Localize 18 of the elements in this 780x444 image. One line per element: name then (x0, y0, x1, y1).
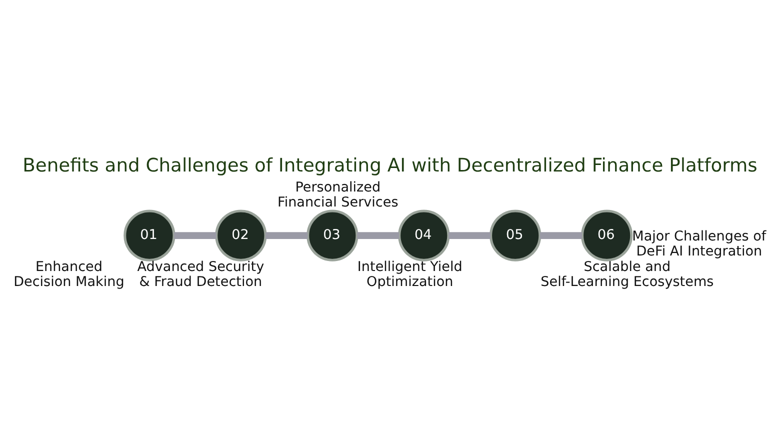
diagram-title: Benefits and Challenges of Integrating AI with Decentralized Finance Platforms (22, 156, 758, 177)
connector (540, 232, 582, 239)
node-label: Scalable and Self-Learning Ecosystems (540, 258, 714, 290)
node-circle: 05 (490, 210, 542, 262)
node-label: Advanced Security & Fraud Detection (137, 258, 264, 290)
connector (357, 232, 400, 239)
node-circle: 02 (215, 210, 267, 262)
node-circle: 01 (124, 210, 176, 262)
node-label: Major Challenges of DeFi AI Integration (632, 228, 766, 260)
connector (448, 232, 491, 239)
node-circle: 06 (581, 210, 633, 262)
node-circle: 04 (398, 210, 450, 262)
node-circle: 03 (306, 210, 358, 262)
node-label: Intelligent Yield Optimization (357, 258, 462, 290)
connector (174, 232, 216, 239)
connector (266, 232, 308, 239)
node-label: Enhanced Decision Making (14, 258, 124, 290)
node-label: Personalized Financial Services (278, 179, 398, 211)
